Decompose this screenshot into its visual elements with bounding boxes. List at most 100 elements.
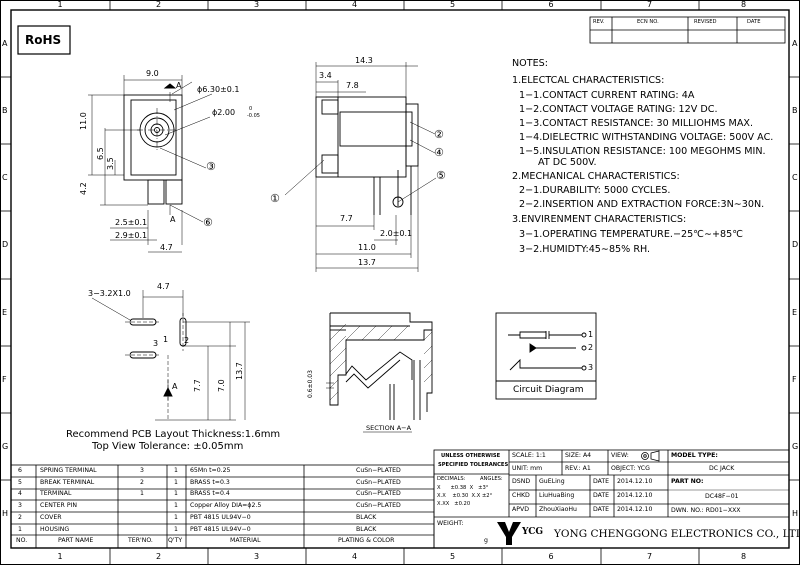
- model-type-value: DC JACK: [709, 465, 735, 472]
- grid-row-label: A: [792, 38, 798, 48]
- pcb-pin-3: 3: [153, 339, 159, 348]
- grid-column-label: 6: [548, 552, 554, 561]
- signoff-role: APVD: [512, 505, 529, 513]
- signoff-role: DSND: [512, 478, 531, 485]
- part-no-value: DC48F−01: [705, 493, 739, 500]
- grid-column-label: 4: [352, 552, 358, 561]
- grid-row-label: D: [792, 240, 799, 249]
- pcb-caption-tolerance: Top View Tolerance: ±0.05mm: [92, 441, 244, 452]
- signoff-date-label: DATE: [593, 505, 610, 513]
- signoff-date-label: DATE: [593, 478, 610, 485]
- grid-column-label: 1: [57, 0, 63, 9]
- callout-4: ④: [434, 146, 444, 159]
- front-pitch3-dim: 4.7: [160, 243, 173, 252]
- note-line: 3−1.OPERATING TEMPERATURE.−25℃∼+85℃: [519, 229, 744, 240]
- grid-column-label: 7: [647, 0, 653, 9]
- parts-cell-name: COVER: [40, 513, 62, 521]
- grid-column-label: 8: [741, 552, 747, 561]
- tol-row: X.XX ±0.20: [437, 501, 471, 507]
- part-no-label: PART NO:: [671, 478, 704, 485]
- section-mark-front-bottom: A: [170, 215, 176, 224]
- grid-row-label: G: [792, 441, 799, 451]
- note-line: 1.ELECTCAL CHARACTERISTICS:: [512, 75, 665, 86]
- rev-field: REV.: A1: [565, 465, 591, 472]
- signoff-role: CHKD: [512, 491, 530, 499]
- grid-row-label: H: [792, 509, 799, 518]
- parts-cell-name: HOUSING: [40, 525, 70, 533]
- pcb-section-mark: A: [172, 382, 178, 391]
- weight-label: WEIGHT:: [437, 520, 464, 527]
- parts-cell-plating: BLACK: [356, 513, 377, 521]
- note-line: 1−2.CONTACT VOLTAGE RATING: 12V DC.: [519, 104, 718, 115]
- tol-decimals-label: DECIMALS:: [437, 476, 466, 482]
- front-d2-dim: 3.5: [106, 157, 115, 170]
- parts-cell-no: 2: [18, 513, 22, 521]
- side-d4-dim: 2.0±0.1: [380, 229, 413, 238]
- signoff-name: LiuHuaBing: [539, 491, 575, 499]
- parts-cell-plating: CuSn−PLATED: [356, 478, 401, 486]
- side-view: [284, 62, 437, 272]
- parts-cell-name: CENTER PIN: [40, 502, 77, 510]
- section-label: SECTION A−A: [366, 424, 412, 432]
- callout-1: ①: [270, 192, 280, 205]
- parts-cell-plating: CuSn−PLATED: [356, 490, 401, 498]
- pcb-pin-2: 2: [184, 336, 190, 345]
- parts-cell-no: 3: [18, 502, 22, 510]
- side-d6-dim: 13.7: [358, 258, 376, 267]
- front-phi1-dim: ϕ6.30±0.1: [197, 85, 240, 94]
- parts-header-no: NO.: [16, 537, 28, 544]
- side-length-dim: 14.3: [355, 56, 373, 65]
- callout-5: ⑤: [436, 169, 446, 182]
- parts-header-ter: TER'NO.: [128, 537, 153, 544]
- grid-column-label: 6: [548, 0, 554, 9]
- circuit-pin-1: 1: [588, 330, 594, 339]
- section-view: [326, 312, 433, 433]
- grid-row-label: E: [792, 307, 798, 317]
- parts-cell-qty: 1: [174, 513, 178, 521]
- model-type-label: MODEL TYPE:: [671, 452, 718, 459]
- pcb-pin-1: 1: [163, 335, 169, 344]
- parts-cell-plating: CuSn−PLATED: [356, 502, 401, 510]
- parts-header-name: PART NAME: [58, 537, 94, 544]
- note-line: 1−5.INSULATION RESISTANCE: 100 MEGOHMS M…: [519, 146, 766, 157]
- section-dim: 0.6±0.03: [307, 370, 314, 398]
- parts-cell-ter: 2: [140, 478, 144, 486]
- grid-row-label: A: [2, 38, 8, 48]
- parts-cell-plating: BLACK: [356, 525, 377, 533]
- size-field: SIZE: A4: [565, 452, 592, 459]
- callout-3: ③: [206, 160, 216, 173]
- side-d3-dim: 7.7: [340, 214, 353, 223]
- note-line: 2−1.DURABILITY: 5000 CYCLES.: [519, 185, 671, 196]
- parts-cell-no: 5: [18, 478, 22, 486]
- view-field: VIEW:: [611, 452, 629, 459]
- side-d5-dim: 11.0: [358, 243, 376, 252]
- grid-row-label: B: [2, 105, 8, 115]
- parts-cell-qty: 1: [174, 502, 178, 510]
- parts-cell-no: 6: [18, 467, 22, 474]
- parts-table: [10, 464, 435, 549]
- parts-header-plating: PLATING & COLOR: [338, 537, 395, 544]
- front-d3-dim: 4.2: [79, 182, 88, 195]
- company-name: YONG CHENGGONG ELECTRONICS CO., LTD.: [554, 528, 800, 540]
- section-hatch: [329, 323, 433, 401]
- note-line: 3−2.HUMIDTY:45∼85% RH.: [519, 244, 651, 255]
- revision-table: [589, 16, 786, 44]
- grid-row-label: C: [2, 172, 8, 182]
- circuit-pin-3: 3: [588, 363, 594, 372]
- tol-title-2: SPECIFIED TOLERANCES: [438, 462, 509, 468]
- notes-title: NOTES:: [512, 58, 548, 69]
- pcb-pitch-dim: 4.7: [157, 282, 170, 291]
- pcb-d2-dim: 7.0: [217, 379, 226, 392]
- pcb-d3-dim: 13.7: [235, 362, 244, 380]
- grid-row-label: H: [2, 509, 9, 518]
- front-pitch1-dim: 2.5±0.1: [115, 218, 148, 227]
- parts-cell-qty: 1: [174, 467, 178, 474]
- date-header: DATE: [747, 19, 761, 25]
- parts-cell-ter: 1: [140, 490, 144, 498]
- parts-cell-material: BRASS t=0.4: [190, 490, 230, 498]
- dwn-no-field: DWN. NO.: RD01−XXX: [671, 507, 741, 514]
- front-height-dim: 11.0: [79, 112, 88, 130]
- front-phi2-tol-down: -0.05: [247, 113, 260, 119]
- grid-row-label: E: [2, 307, 8, 317]
